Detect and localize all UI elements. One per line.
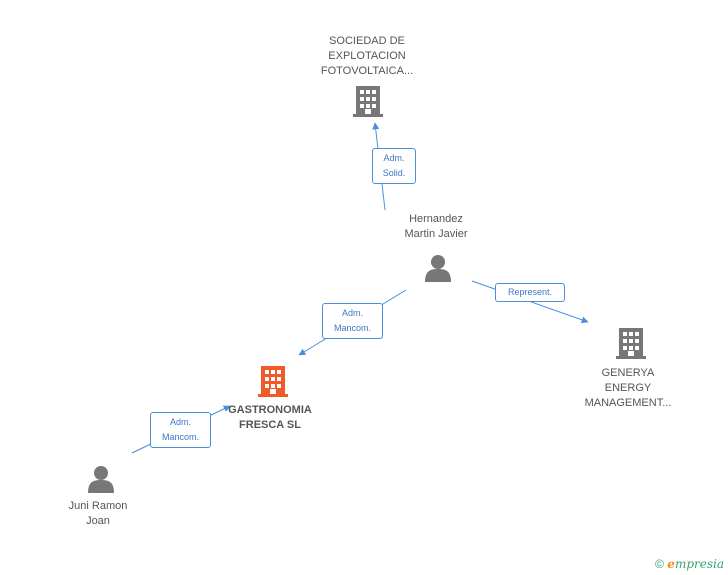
building-icon[interactable] [258,366,288,397]
edge-label-adm-solid[interactable]: Adm. Solid. [372,148,416,184]
copyright-icon: © [655,557,664,571]
brand-footer: © empresia [655,557,724,571]
node-label-hernandez[interactable]: Hernandez Martin Javier [404,213,468,240]
building-icon[interactable] [353,86,383,117]
edge-label-represent[interactable]: Represent. [495,283,565,302]
node-label-juni[interactable]: Juni Ramon Joan [68,500,128,527]
building-icon[interactable] [616,328,646,359]
empresia-logo[interactable]: empresia [667,557,724,571]
edge-label-adm-mancom-1[interactable]: Adm. Mancom. [322,303,383,339]
person-icon[interactable] [425,255,451,282]
node-label-gastronomia[interactable]: GASTRONOMIA FRESCA SL [228,404,312,431]
node-label-generya[interactable]: GENERYA ENERGY MANAGEMENT... [584,367,672,409]
node-label-sociedad[interactable]: SOCIEDAD DE EXPLOTACION FOTOVOLTAICA... [320,35,414,77]
edge-label-adm-mancom-2[interactable]: Adm. Mancom. [150,412,211,448]
person-icon[interactable] [88,466,114,493]
